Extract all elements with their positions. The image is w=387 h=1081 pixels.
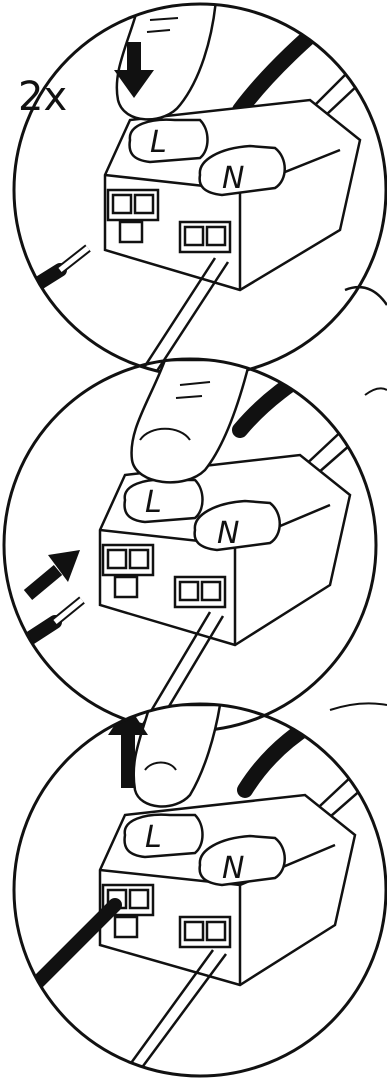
lever-l[interactable]: L	[125, 480, 203, 522]
lever-label-l: L	[145, 820, 162, 855]
lever-l[interactable]: L	[125, 815, 203, 857]
lever-label-n: N	[222, 851, 244, 886]
step-3-panel: L N	[14, 703, 387, 1081]
step-1-panel: 2x L	[14, 0, 387, 420]
lever-label-l: L	[145, 485, 162, 520]
lever-l[interactable]: L	[130, 120, 208, 162]
lever-label-n: N	[217, 516, 239, 551]
repeat-count-label: 2x	[18, 74, 67, 120]
lever-label-l: L	[150, 125, 167, 160]
lever-label-n: N	[222, 161, 244, 196]
neutral-wire	[118, 950, 213, 1081]
insert-arrow	[28, 550, 80, 595]
finger	[134, 705, 220, 806]
black-cable	[240, 365, 320, 430]
live-wire-inserted	[20, 905, 115, 1000]
